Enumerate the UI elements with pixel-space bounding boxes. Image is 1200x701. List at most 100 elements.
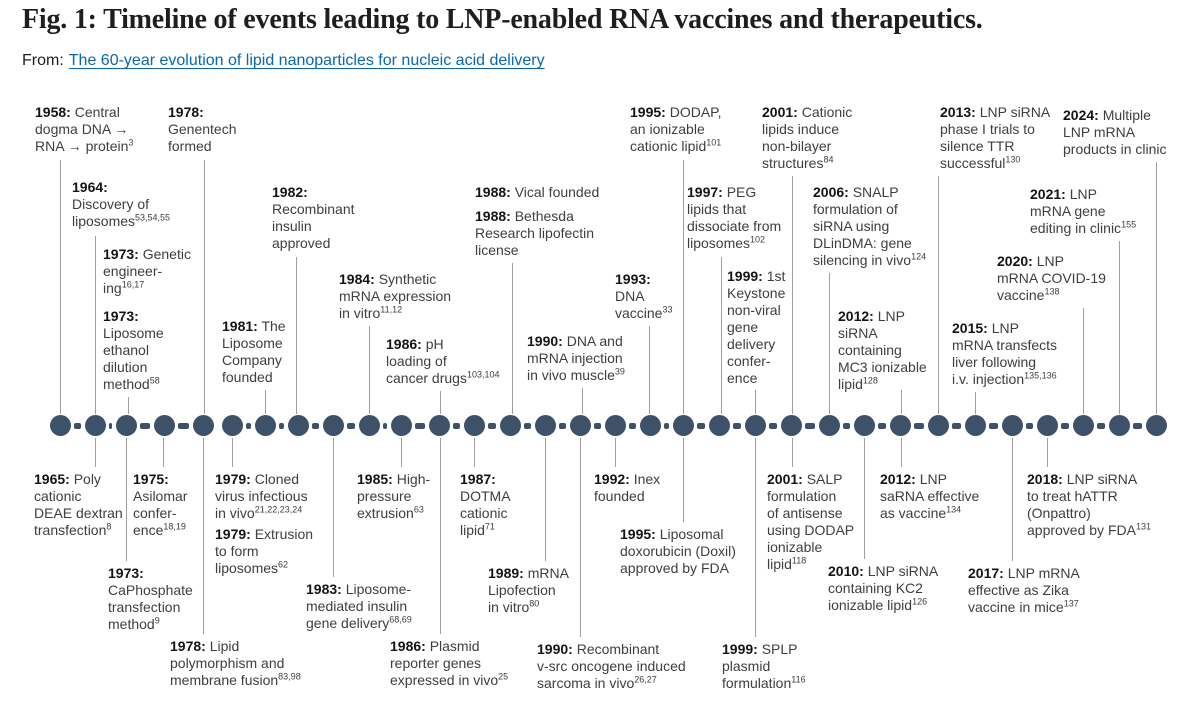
source-article-link[interactable]: The 60-year evolution of lipid nanoparti… <box>68 52 545 69</box>
timeline-dash <box>246 423 251 429</box>
leader-line <box>163 438 164 467</box>
timeline-dash <box>843 423 850 429</box>
event-year: 1986: <box>390 638 426 654</box>
timeline-dash <box>312 423 319 429</box>
event-text: LNP mRNA effective as Zika vaccine in mi… <box>968 565 1080 615</box>
leader-line <box>1083 308 1084 414</box>
leader-line <box>864 438 865 559</box>
event-text: Poly cationic DEAE dextran transfection <box>34 471 123 538</box>
leader-line <box>545 438 546 561</box>
timeline-dash <box>1061 423 1069 429</box>
timeline-event-1973-4: 1973: Genetic engineer- ing16,17 <box>103 246 191 297</box>
event-ref: 71 <box>484 521 495 532</box>
timeline-dash <box>415 423 425 429</box>
event-text: Discovery of liposomes <box>72 196 150 229</box>
event-ref: 53,54,55 <box>135 212 171 223</box>
event-ref: 18,19 <box>163 521 186 532</box>
leader-line <box>683 438 684 522</box>
timeline-dot <box>322 415 344 436</box>
event-ref: 62 <box>278 559 289 570</box>
leader-line <box>755 390 756 414</box>
timeline-event-1986-8: 1986: pH loading of cancer drugs103,104 <box>386 336 499 387</box>
timeline-dash <box>629 423 636 429</box>
event-year: 1997: <box>687 184 723 200</box>
leader-line <box>901 438 902 467</box>
leader-line <box>721 257 722 414</box>
leader-line <box>440 438 441 634</box>
timeline-event-2012-41: 2012: LNP saRNA effective as vaccine134 <box>880 471 979 522</box>
timeline-dot <box>463 415 485 436</box>
event-year: 1992: <box>594 471 630 487</box>
timeline-dash <box>74 423 81 429</box>
event-text: High- pressure extrusion <box>357 471 431 521</box>
event-text: Vical founded <box>510 184 600 200</box>
leader-line <box>615 438 616 467</box>
timeline-event-1988-10: 1988: Bethesda Research lipofectin licen… <box>475 208 594 259</box>
timeline-event-1988-9: 1988: Vical founded <box>475 184 599 201</box>
timeline-event-2015-20: 2015: LNP mRNA transfects liver followin… <box>952 320 1057 388</box>
event-year: 1979: <box>215 471 251 487</box>
leader-line <box>95 438 96 467</box>
timeline-event-2010-40: 2010: LNP siRNA containing KC2 ionizable… <box>828 563 938 614</box>
timeline-dot <box>1072 415 1094 436</box>
leader-line <box>582 388 583 414</box>
leader-line <box>1156 162 1157 414</box>
event-ref: 134 <box>946 504 962 515</box>
event-year: 1978: <box>168 104 204 120</box>
event-ref: 58 <box>149 375 160 386</box>
event-text: pH loading of cancer drugs <box>386 336 467 386</box>
event-year: 1989: <box>488 565 524 581</box>
timeline-dot <box>672 415 694 436</box>
timeline-event-1987-32: 1987: DOTMA cationic lipid71 <box>460 471 511 539</box>
event-text: Bethesda Research lipofectin license <box>475 208 595 258</box>
timeline-dot <box>192 415 214 436</box>
timeline-dash <box>769 423 777 429</box>
event-year: 1964: <box>72 179 108 195</box>
timeline-dot <box>221 415 243 436</box>
event-text: DNA vaccine <box>615 288 663 321</box>
event-text: Plasmid reporter genes expressed in vivo <box>390 638 499 688</box>
leader-line <box>333 438 334 577</box>
event-ref: 118 <box>791 555 807 566</box>
event-text: Genentech formed <box>168 121 237 154</box>
event-ref: 131 <box>1135 521 1151 532</box>
timeline-dot <box>853 415 875 436</box>
event-year: 1975: <box>133 471 169 487</box>
event-text: Liposome ethanol dilution method <box>103 325 164 392</box>
timeline-event-1993-12: 1993: DNA vaccine33 <box>615 271 672 322</box>
event-text: LNP mRNA COVID-19 vaccine <box>997 253 1106 303</box>
leader-line <box>232 438 233 467</box>
timeline-dot <box>358 415 380 436</box>
event-year: 1988: <box>475 184 511 200</box>
timeline-dash <box>1026 423 1033 429</box>
timeline-dash <box>140 423 150 429</box>
event-ref: 128 <box>862 375 878 386</box>
timeline-dash <box>594 423 601 429</box>
event-text: Genetic engineer- ing <box>103 246 191 296</box>
timeline-dash <box>733 423 741 429</box>
timeline-dot <box>639 415 661 436</box>
event-ref: 80 <box>529 598 540 609</box>
event-ref: 9 <box>154 615 160 626</box>
timeline-dot <box>1036 415 1058 436</box>
event-text: PEG lipids that dissociate from liposome… <box>687 184 782 251</box>
timeline-dot <box>569 415 591 436</box>
timeline-event-2013-19: 2013: LNP siRNA phase I trials to silenc… <box>940 104 1050 172</box>
event-ref: 68,69 <box>389 614 412 625</box>
timeline-dot <box>390 415 412 436</box>
timeline-dash <box>914 423 924 429</box>
timeline-dot <box>927 415 949 436</box>
event-text: Recombinant insulin approved <box>272 201 355 251</box>
timeline-event-1995-37: 1995: Liposomal doxorubicin (Doxil) appr… <box>620 526 736 577</box>
timeline-event-2001-39: 2001: SALP formulation of antisense usin… <box>767 471 854 573</box>
timeline-dot <box>604 415 626 436</box>
leader-line <box>95 236 96 414</box>
timeline-dash <box>488 423 496 429</box>
event-year: 1958: <box>35 104 71 120</box>
timeline-dot <box>744 415 766 436</box>
timeline-event-1983-29: 1983: Liposome- mediated insulin gene de… <box>306 581 412 632</box>
timeline-event-2020-21: 2020: LNP mRNA COVID-19 vaccine138 <box>997 253 1106 304</box>
event-year: 2012: <box>880 471 916 487</box>
timeline-event-2001-16: 2001: Cationic lipids induce non-bilayer… <box>762 104 852 172</box>
